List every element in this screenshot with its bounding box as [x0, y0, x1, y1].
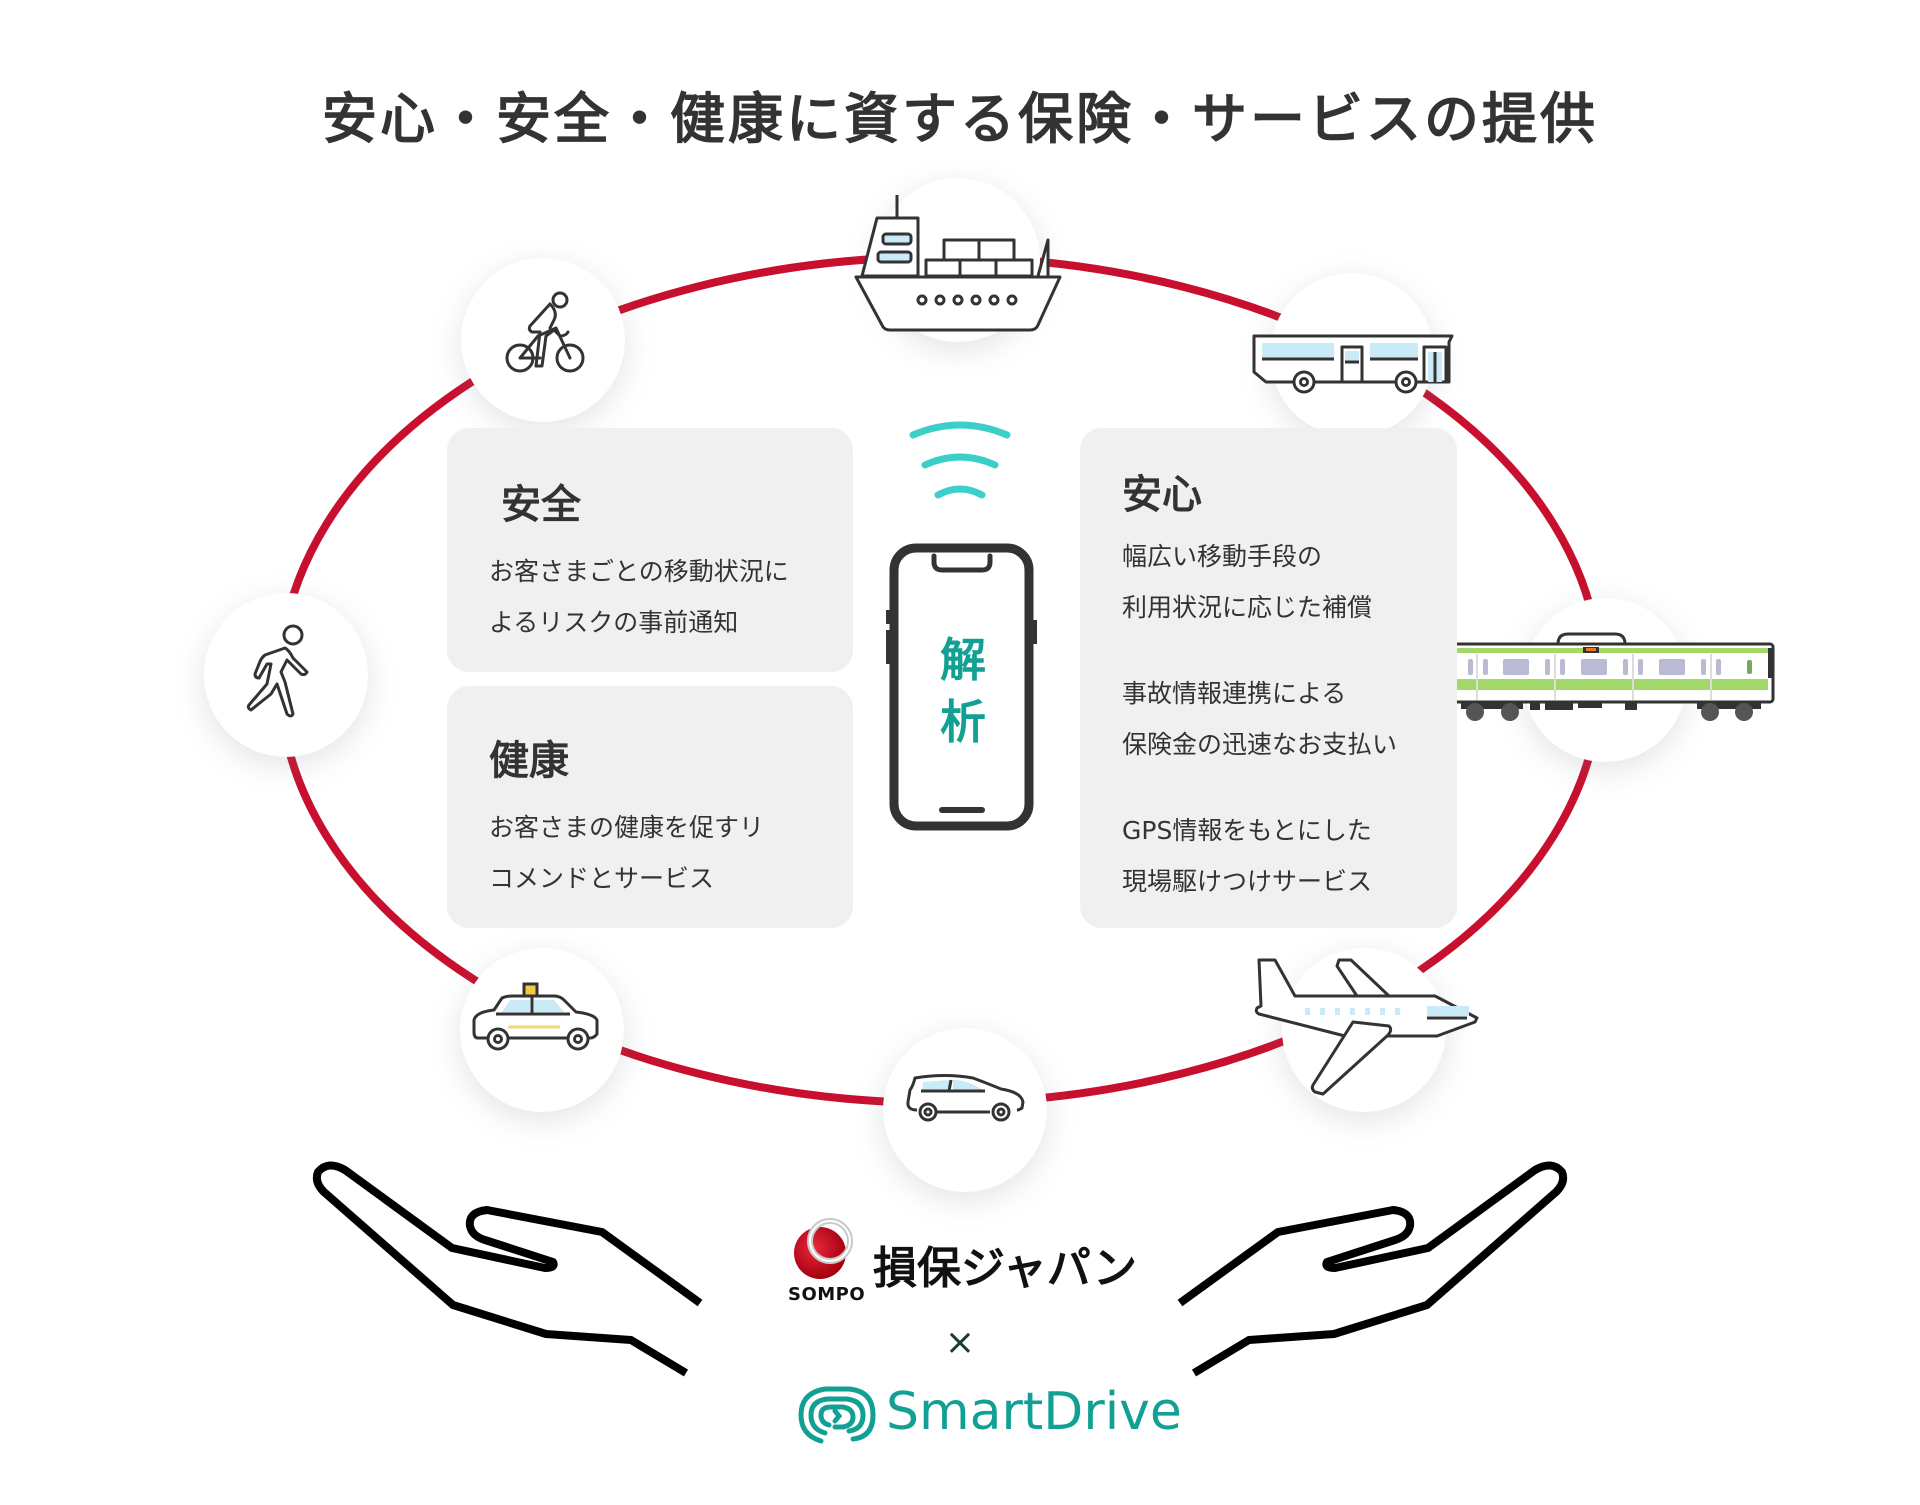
sompo-japan-name: 損保ジャパン [873, 1243, 1137, 1294]
smartdrive-name: SmartDrive [886, 1382, 1182, 1442]
taxi-icon [472, 982, 599, 1051]
phone-label-1: 解 [940, 633, 986, 687]
smartdrive-logo-icon [798, 1386, 876, 1444]
health-card: 健康 お客さまの健康を促すリ コメンドとサービス [447, 686, 853, 928]
right-hand-icon [1177, 1161, 1568, 1377]
walker-circle [204, 593, 368, 757]
safety-card: 安全 お客さまごとの移動状況に よるリスクの事前通知 [447, 428, 853, 672]
bus-icon [1252, 334, 1454, 394]
page-title: 安心・安全・健康に資する保険・サービスの提供 [321, 87, 1598, 151]
security-item: 事故情報連携による 保険金の迅速なお支払い [1122, 679, 1398, 759]
bicycle-circle [461, 258, 625, 422]
sompo-mark-text: SOMPO [788, 1284, 866, 1305]
car-icon [906, 1074, 1025, 1122]
left-hand-icon [312, 1161, 703, 1377]
walking-person-icon [246, 624, 309, 718]
sompo-logo-icon [794, 1218, 853, 1279]
bicycle-icon [505, 291, 585, 373]
ship-icon [854, 195, 1062, 332]
safety-text: お客さまごとの移動状況に よるリスクの事前通知 [489, 557, 789, 637]
health-text: お客さまの健康を促すリ コメンドとサービス [489, 813, 765, 893]
train-icon [1433, 632, 1775, 721]
wireless-signal-icon [909, 421, 1011, 499]
security-card: 安心 幅広い移動手段の 利用状況に応じた補償 事故情報連携による 保険金の迅速な… [1080, 428, 1457, 928]
security-item: GPS情報をもとにした 現場駆けつけサービス [1122, 816, 1373, 896]
phone-label-2: 析 [940, 695, 986, 749]
safety-heading: 安全 [501, 482, 581, 528]
airplane-icon [1254, 958, 1479, 1096]
security-item: 幅広い移動手段の 利用状況に応じた補償 [1122, 542, 1373, 622]
smartphone-icon [886, 543, 1037, 831]
health-heading: 健康 [489, 738, 569, 784]
times-symbol: × [944, 1322, 976, 1363]
security-heading: 安心 [1122, 472, 1202, 518]
